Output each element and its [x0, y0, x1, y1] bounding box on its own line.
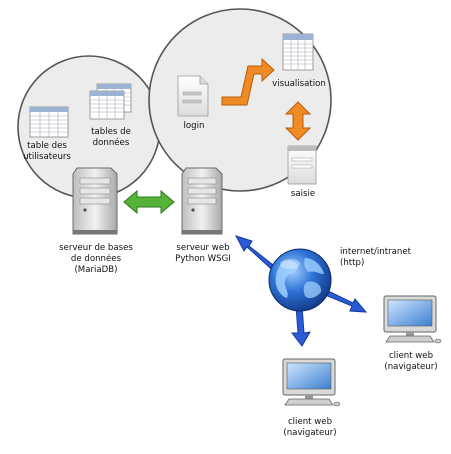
label-internet: internet/intranet (http) — [340, 247, 411, 268]
label-visualisation: visualisation — [272, 79, 326, 89]
computer-icon — [282, 358, 341, 407]
spreadsheet-icon — [89, 90, 125, 120]
spreadsheet-icon — [282, 33, 314, 71]
blue-arrows — [234, 235, 368, 347]
label-table-users: table des utilisateurs — [23, 141, 71, 162]
server-icon — [181, 167, 223, 235]
computer-icon — [383, 295, 442, 344]
label-db-server: serveur de bases de données (MariaDB) — [59, 243, 133, 275]
label-web-server: serveur web Python WSGI — [175, 243, 231, 264]
label-login: login — [183, 121, 205, 131]
label-client-right: client web (navigateur) — [384, 351, 438, 372]
label-tables-data: tables de données — [91, 127, 131, 148]
spreadsheet-icon — [29, 106, 69, 138]
label-saisie: saisie — [290, 189, 316, 199]
label-client-bottom: client web (navigateur) — [283, 417, 337, 438]
orange-double-arrow — [284, 101, 312, 141]
globe-icon — [268, 248, 332, 312]
green-double-arrow — [123, 189, 175, 215]
orange-arrow-login-visualisation — [221, 57, 275, 106]
document-icon — [287, 145, 317, 185]
document-icon — [177, 75, 209, 117]
server-icon — [72, 167, 118, 235]
